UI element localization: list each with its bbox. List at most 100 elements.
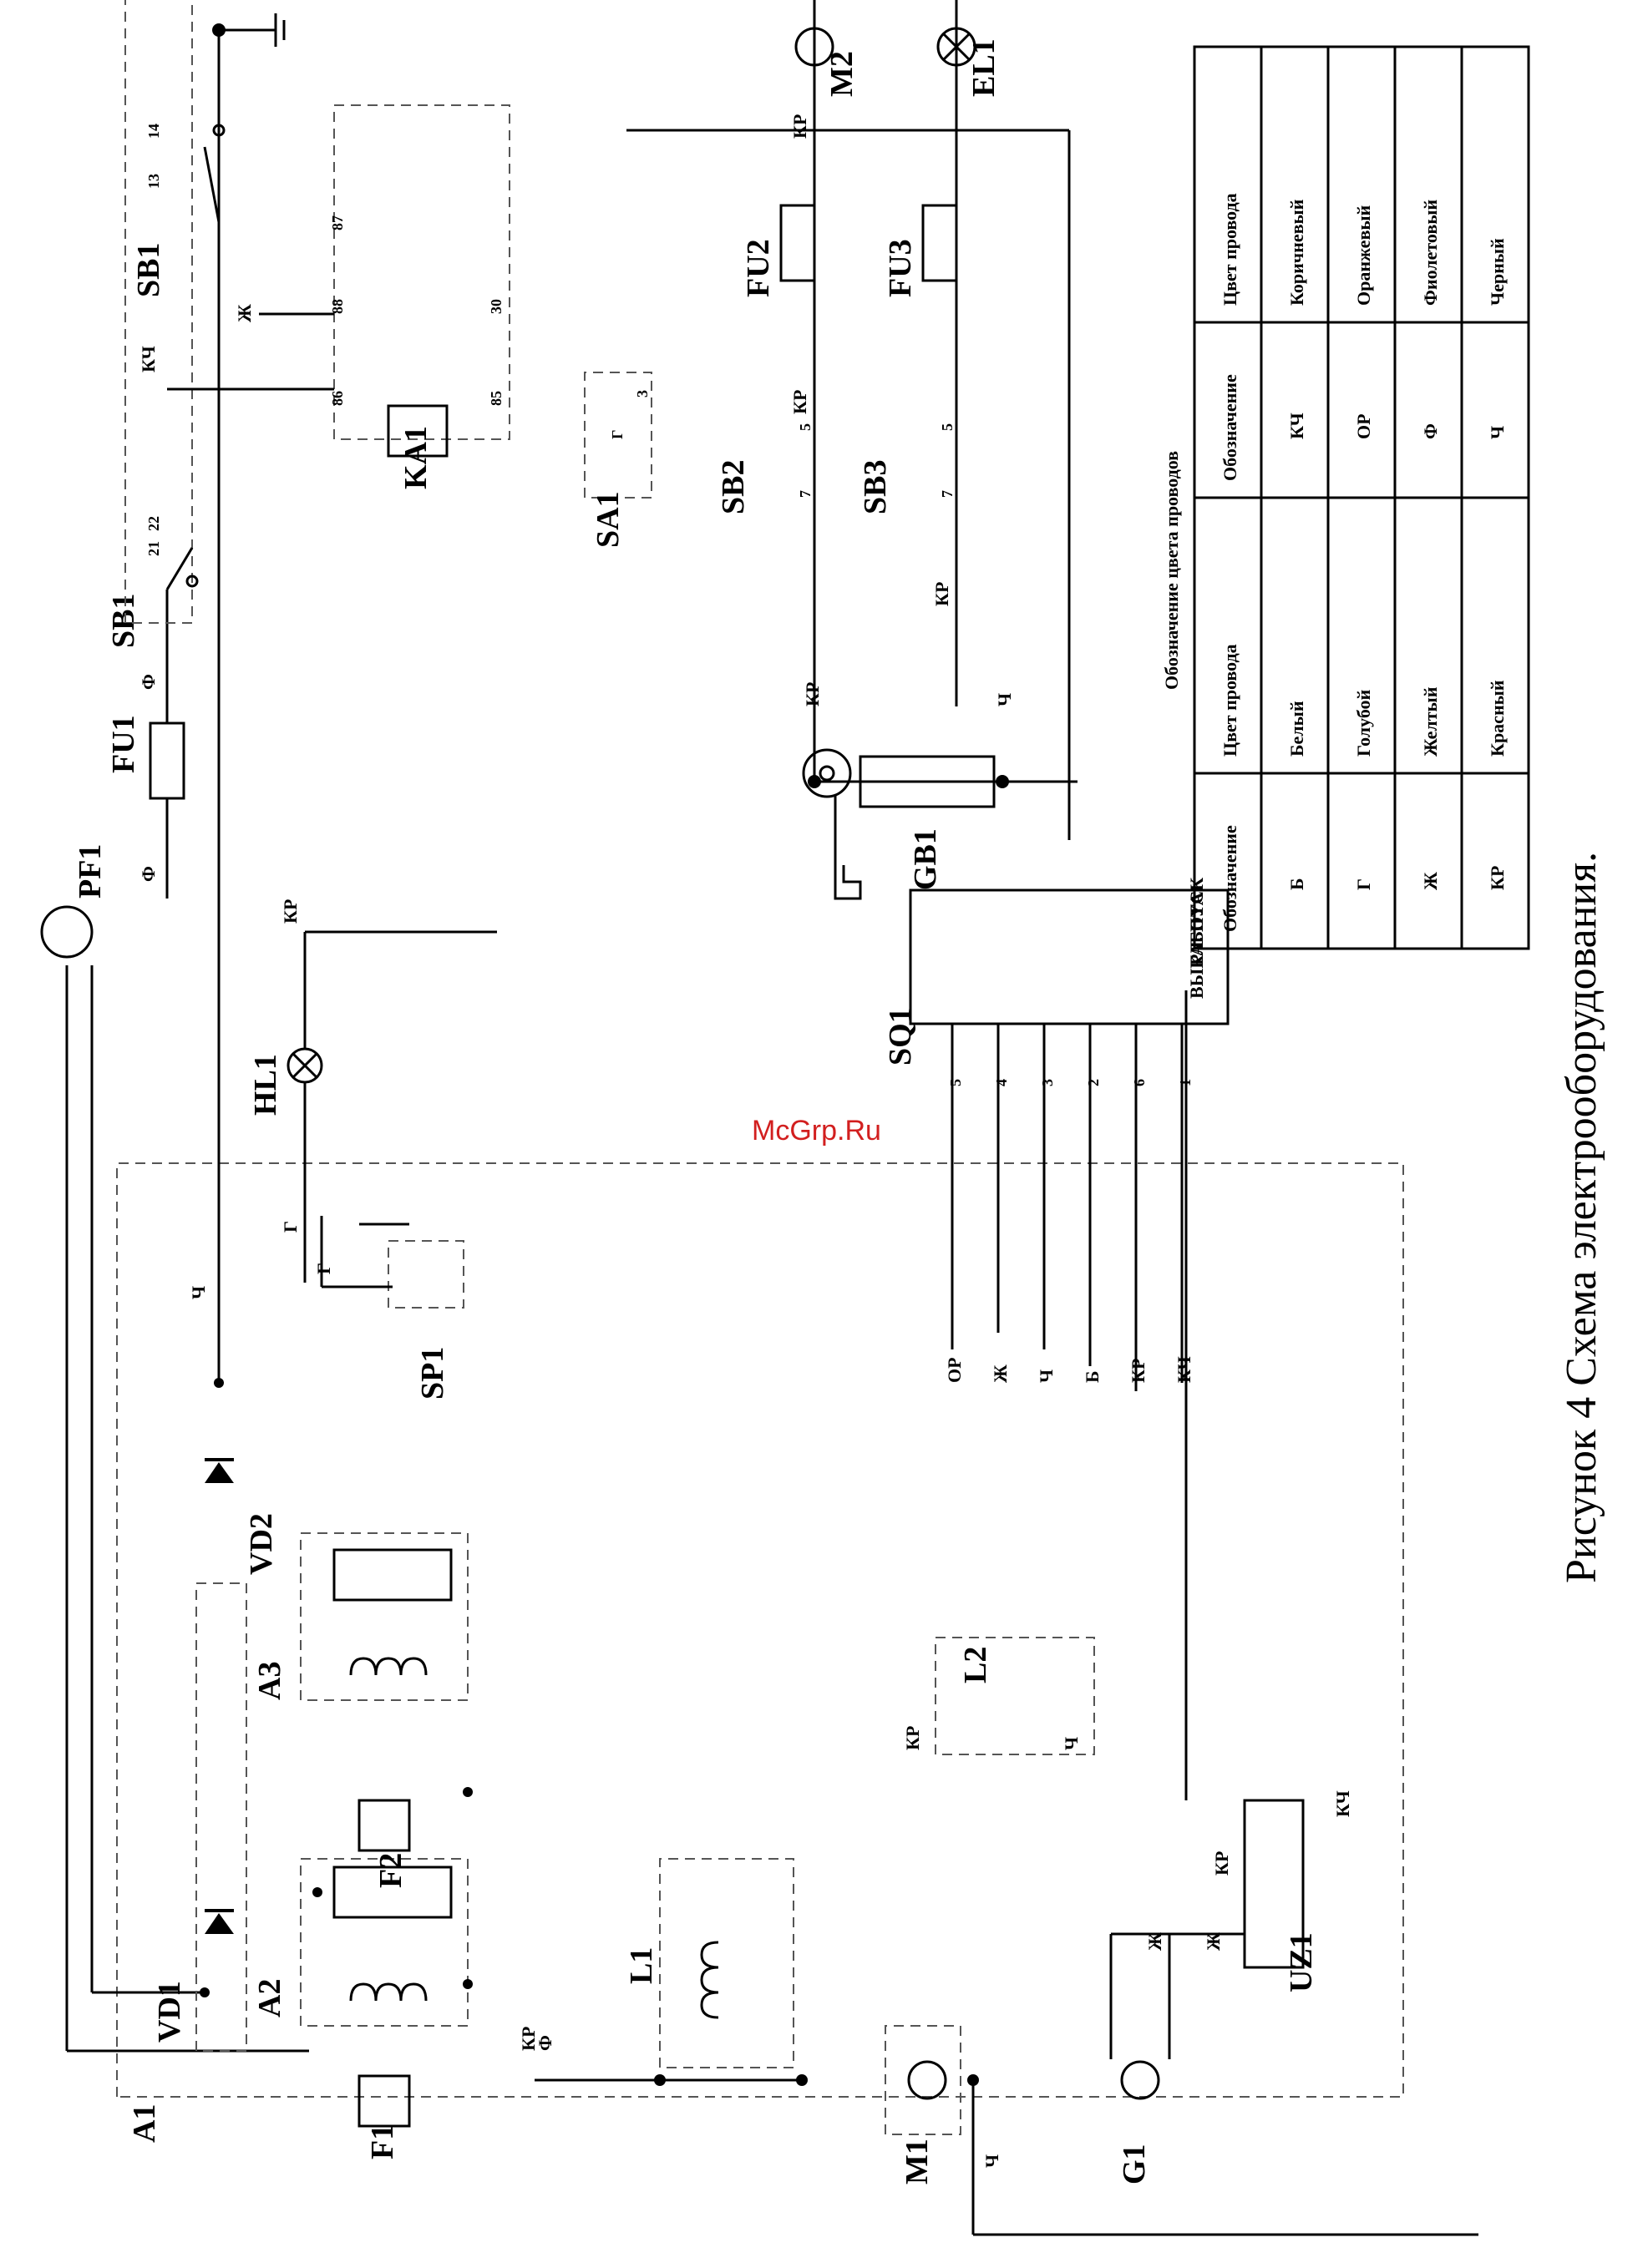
pin-5: 5 bbox=[939, 423, 956, 431]
sq1-pin: 6 bbox=[1131, 1079, 1148, 1086]
el1-label: EL1 bbox=[966, 38, 1001, 97]
sq1-pos-work: РАБОТА bbox=[1186, 892, 1207, 965]
a1-label: A1 bbox=[127, 2104, 162, 2143]
legend-color: Желтый bbox=[1420, 686, 1441, 757]
pin-g: Г bbox=[609, 430, 626, 439]
wire-label: Ф bbox=[138, 674, 159, 690]
sq1-pin: 2 bbox=[1085, 1079, 1102, 1086]
m1-motor-icon bbox=[907, 2060, 947, 2100]
gb1-label: GB1 bbox=[908, 828, 943, 890]
sq1-label: SQ1 bbox=[883, 1007, 918, 1066]
sb1-lower-label: SB1 bbox=[106, 594, 141, 648]
fu3-fuse bbox=[921, 204, 958, 282]
pf1-gauge-icon bbox=[40, 905, 94, 959]
legend-color: Белый bbox=[1286, 701, 1307, 757]
ka1-relay bbox=[333, 104, 510, 440]
ka1-label: KA1 bbox=[398, 426, 434, 489]
pin-22: 22 bbox=[145, 516, 162, 531]
wire-label: Ж bbox=[990, 1364, 1011, 1383]
watermark: McGrp.Ru bbox=[752, 1115, 881, 1147]
pin-14: 14 bbox=[145, 124, 162, 139]
sq1-key-icon[interactable] bbox=[802, 748, 862, 900]
pin-5: 5 bbox=[797, 423, 814, 431]
legend-color: Коричневый bbox=[1286, 199, 1307, 306]
fu1-fuse bbox=[149, 721, 185, 800]
vd2-diode-icon bbox=[205, 1462, 234, 1483]
legend-code: Ф bbox=[1420, 423, 1441, 439]
legend-header-color: Цвет провода bbox=[1220, 644, 1240, 757]
legend-color: Оранжевый bbox=[1353, 205, 1374, 306]
legend-color: Черный bbox=[1487, 238, 1508, 306]
sb1-contact-switch[interactable] bbox=[165, 547, 194, 590]
legend-color: Фиолетовый bbox=[1420, 200, 1441, 306]
wire-label: КР bbox=[518, 2027, 539, 2051]
fu1-label: FU1 bbox=[106, 715, 141, 773]
wire-label: ОР bbox=[944, 1357, 965, 1383]
m1-motor-block bbox=[885, 2025, 961, 2135]
wire-label: Ф bbox=[535, 2035, 555, 2051]
pin-21: 21 bbox=[145, 541, 162, 556]
ka1-pin-85: 85 bbox=[488, 391, 505, 406]
legend-header-code: Обозначение bbox=[1220, 825, 1240, 932]
sq1-pin: 5 bbox=[947, 1079, 964, 1086]
legend-code: КР bbox=[1487, 866, 1508, 890]
vd1-label: VD1 bbox=[152, 1981, 187, 2043]
sb1-upper-contact-switch[interactable] bbox=[203, 146, 221, 223]
wire-label: Г bbox=[280, 1221, 301, 1233]
m2-label: M2 bbox=[824, 51, 859, 97]
sq1-pos-off: ВЫКЛ. bbox=[1186, 937, 1207, 999]
sa1-switch bbox=[584, 372, 652, 499]
ka1-pin-30: 30 bbox=[488, 299, 505, 314]
pin-13: 13 bbox=[145, 174, 162, 189]
wire-label: КЧ bbox=[1332, 1790, 1353, 1817]
wire-label: КР bbox=[789, 390, 810, 414]
sq1-switch-body bbox=[909, 888, 1230, 1025]
sa1-label: SA1 bbox=[591, 491, 626, 548]
sp1-sensor bbox=[388, 1240, 464, 1309]
sq1-pin: 3 bbox=[1039, 1079, 1056, 1086]
wire-label: Ж bbox=[234, 304, 255, 322]
legend-code: Б bbox=[1286, 878, 1307, 890]
wire-label: КР bbox=[789, 114, 810, 139]
sb1-frame bbox=[124, 0, 193, 624]
wire-label: КР bbox=[902, 1726, 923, 1750]
wire-label: КЧ bbox=[1174, 1356, 1194, 1383]
a2-module bbox=[300, 1858, 469, 2027]
pin-7: 7 bbox=[939, 490, 956, 498]
legend-color: Голубой bbox=[1353, 689, 1374, 757]
vd2-label: VD2 bbox=[244, 1513, 279, 1575]
legend-header-code: Обозначение bbox=[1220, 374, 1240, 481]
fu3-label: FU3 bbox=[883, 239, 918, 297]
l2-coil-block bbox=[935, 1637, 1095, 1755]
f2-label: F2 bbox=[373, 1853, 408, 1888]
a1-frame bbox=[116, 1162, 1404, 2098]
sq1-pins: 5 4 3 2 6 1 bbox=[947, 1079, 1194, 1086]
el1-lamp-icon bbox=[936, 27, 976, 67]
wire-label: Г bbox=[313, 1263, 334, 1274]
g1-generator-icon bbox=[1120, 2060, 1160, 2100]
wire-label: Ч bbox=[1061, 1737, 1082, 1750]
wire-label: Ж bbox=[1144, 1932, 1165, 1951]
vd-group bbox=[195, 1582, 247, 2052]
l1-label: L1 bbox=[624, 1947, 659, 1984]
legend-header-color: Цвет провода bbox=[1220, 193, 1240, 306]
fu2-fuse bbox=[779, 204, 816, 282]
wire-label: Ч bbox=[994, 693, 1015, 706]
vd1-diode-icon bbox=[205, 1913, 234, 1934]
wire-label: Ч bbox=[188, 1286, 209, 1299]
legend-code: Ч bbox=[1487, 426, 1508, 439]
ka1-pin-88: 88 bbox=[329, 299, 346, 314]
legend-code: Ж bbox=[1420, 872, 1441, 890]
wire-label: КЧ bbox=[138, 346, 159, 372]
ka1-pin-87: 87 bbox=[329, 215, 346, 230]
legend-title: Обозначение цвета проводов bbox=[1161, 451, 1182, 690]
f1-label: F1 bbox=[365, 2124, 400, 2159]
sb3-label: SB3 bbox=[858, 460, 893, 514]
wire-label: КР bbox=[1128, 1359, 1149, 1383]
wire-label: Ч bbox=[1036, 1369, 1057, 1383]
g1-label: G1 bbox=[1117, 2144, 1152, 2184]
sq1-pos-start: ПУСК bbox=[1186, 878, 1207, 932]
m1-label: M1 bbox=[900, 2139, 935, 2184]
a3-module bbox=[300, 1532, 469, 1701]
l2-label: L2 bbox=[958, 1647, 993, 1683]
